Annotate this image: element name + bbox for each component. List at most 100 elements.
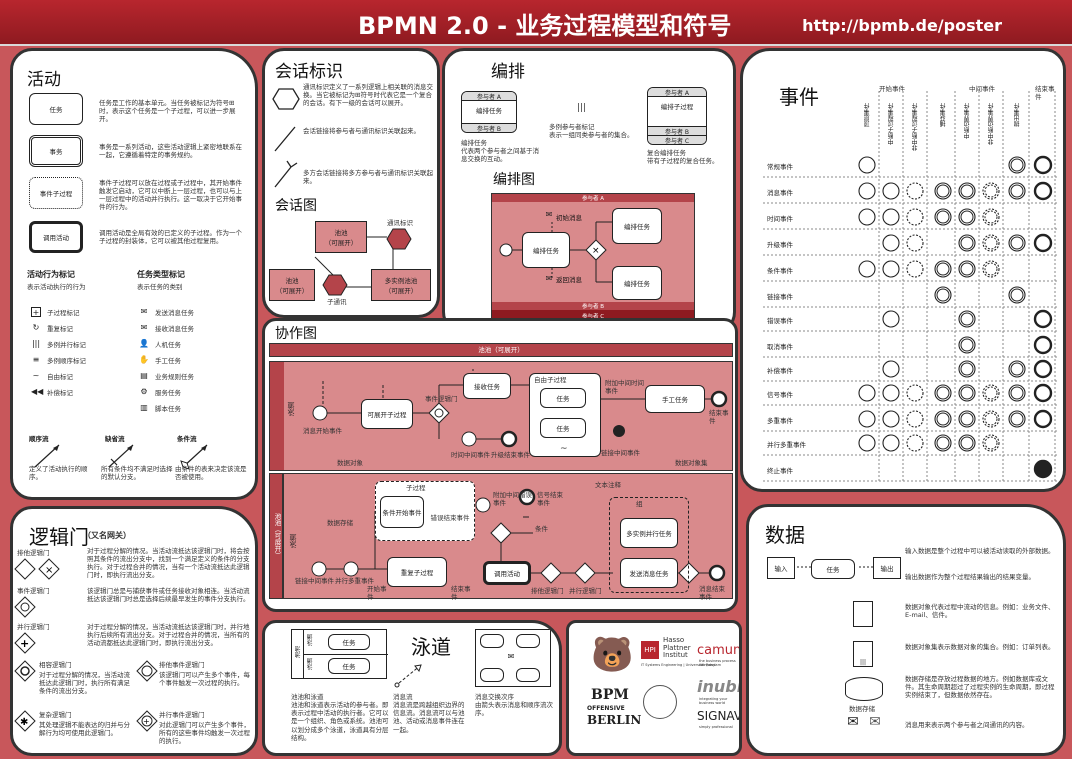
activity-call-activity-shape: 调用活动 [29, 221, 83, 253]
choreography-task-desc: 编排任务 代表两个参与者之间基于消息交换的互动。 [461, 139, 539, 164]
end-events-group: 结束事件 [1035, 85, 1055, 102]
default-flow-desc: 所有条件均不满足时选择的默认分支。 [101, 465, 173, 482]
return-message-label: 返回消息 [556, 276, 582, 284]
message-icon: ✉ [869, 714, 881, 730]
gateway-name: 事件逻辑门 [17, 587, 50, 595]
inubit-logo-text: inubit [697, 677, 742, 696]
composite-choreography-label: 编排子过程 [660, 103, 694, 111]
event-symbol-inner [960, 236, 974, 250]
message-order-desc: 消息交换次序 由箭头表示消息和顺序流次序。 [475, 693, 553, 718]
collab-task: 任务 [540, 388, 586, 408]
event-symbol-inner [936, 184, 950, 198]
label-parallel-start: 并行多重事件 [335, 577, 374, 585]
bpm-logo-berlin: BERLIN [587, 713, 642, 727]
data-store-label: 数据存储 [849, 705, 875, 713]
exclusive-gateway-icon: × [14, 558, 60, 580]
collab-event-subprocess: 子过程 条件开始事件 错误结束事件 [375, 481, 475, 541]
event-symbol [882, 208, 900, 226]
poster-url: http://bpmb.de/poster [802, 16, 1002, 35]
data-io-task: 任务 [811, 559, 855, 579]
task-type-label: 发送消息任务 [155, 309, 194, 317]
event-symbol [1033, 233, 1053, 253]
event-row-label: 错误事件 [767, 317, 793, 325]
communication-hexagon-icon [386, 228, 412, 250]
event-symbol [882, 360, 900, 378]
event-symbol-inner [936, 436, 950, 450]
choreography-task-shape: 参与者 A 编排任务 参与者 B [461, 91, 517, 133]
collaboration-title: 协作图 [275, 326, 317, 342]
event-row-label: 链接事件 [767, 293, 793, 301]
event-symbol [906, 260, 924, 278]
conversation-pool-1: 池池 （可展开） [315, 221, 367, 253]
task-type-label: 业务规则任务 [155, 373, 194, 381]
marker-label: 补偿标记 [47, 389, 73, 397]
event-row-label: 取消事件 [767, 343, 793, 351]
signavio-logo-sub: simply professional [699, 725, 733, 729]
gateway-name: 并行逻辑门 [17, 623, 50, 631]
intermediate-events-group: 中间事件 [969, 85, 995, 93]
hpi-line: Institut [663, 651, 688, 660]
multi-conversation-link-icon [274, 160, 298, 188]
conversation-desc: 通讯标识定义了一系列逻辑上相关联的消息交换。当它被标记为⊞符号时代表它是一个复合… [303, 83, 433, 108]
event-symbol-inner [960, 338, 974, 352]
gateway-desc: 对于过程分解的情况，当活动流抵达该逻辑门时，并行地执行后续所有流出分支。对于过程… [87, 623, 250, 648]
swimlane-task [516, 668, 540, 682]
hpi-line: Plattner [663, 643, 691, 652]
multi-participant-marker: ||| [577, 103, 587, 113]
message-desc: 消息用来表示两个参与者之间通讯的内容。 [905, 721, 1029, 729]
composite-choreography-desc: 复合编排任务 带有子过程的复合任务。 [647, 149, 719, 166]
multi-participant-desc: 多例参与者标记 表示一组同类参与者的集合。 [549, 123, 634, 140]
event-symbol [858, 260, 876, 278]
event-symbol-inner [1010, 288, 1024, 302]
marker-label: 多例并行标记 [47, 341, 86, 349]
event-symbol [858, 208, 876, 226]
bpm-logo-text: BPM [591, 687, 629, 703]
label-link-event-2: 链接中间事件 [295, 577, 334, 585]
conversation-pool-2: 池池 （可展开） [269, 269, 315, 301]
receive-task-icon: ✉ [140, 323, 148, 332]
sub-conversation-label: 子通讯 [327, 298, 347, 306]
event-symbol-inner [960, 262, 974, 276]
event-symbol [858, 156, 876, 174]
hpi-logo-sub: IT Systems Engineering | Universität Pot… [641, 663, 721, 667]
data-object-desc: 数据对象代表过程中流动的信息。例如：业务文件、E-mail、信件。 [905, 603, 1055, 620]
gateways-panel: 逻辑门 （又名网关） 排他逻辑门 × 对于过程分解的情况。当活动流抵达该逻辑门时… [10, 506, 258, 756]
gateway-name: 并行事件逻辑门 [159, 711, 205, 719]
choreography-diagram-task: 编排任务 [612, 208, 662, 244]
gateway-desc: 对于过程分解的情况。当活动流抵达该逻辑门时，将会按照其条件的流出分支中，找到一个… [87, 547, 250, 580]
send-task-icon: ✉ [140, 307, 148, 316]
event-symbol [1033, 383, 1053, 403]
data-input-shape: 输入 [767, 557, 795, 579]
marker-title: 活动行为标记 [27, 270, 75, 279]
conversation-link-desc: 会话链接将参与者与通讯标识关联起来。 [303, 127, 420, 135]
gateway-desc: 对于过程分解的情况，当活动流抵达此逻辑门时，执行所有满足条件的流出分支。 [39, 671, 130, 696]
compensation-marker-icon: ◀◀ [31, 387, 44, 396]
poster-title: BPMN 2.0 - 业务过程模型和符号 [358, 12, 732, 40]
collab-task: 任务 [540, 418, 586, 438]
message-icon: ✉ [847, 714, 859, 730]
parallel-multi-marker-icon: ||| [31, 339, 41, 348]
label-parallel-gateway: 并行逻辑门 [569, 587, 602, 595]
collab-multi-task: 多实例并行任务 [620, 518, 678, 548]
event-symbol [1033, 181, 1053, 201]
event-symbol-inner [936, 262, 950, 276]
label-attached-timer: 附加中间时间事件 [605, 379, 644, 396]
communication-hexagon-icon [272, 88, 300, 110]
marker-label: 多例顺序标记 [47, 357, 86, 365]
event-symbol [906, 182, 924, 200]
conversation-diagram-title: 会话图 [275, 198, 317, 214]
event-symbol-inner [1010, 236, 1024, 250]
event-symbol [1033, 359, 1053, 379]
collab-expandable-subprocess: 可展开子过程 [361, 399, 413, 429]
pool-header: 池池（可展开） [269, 473, 283, 599]
activity-call-activity-desc: 调用活动是全局有效的已定义的子过程。作为一个子过程的封装体，它可以被其他过程复用… [99, 229, 242, 246]
gateway-name: 相容逻辑门 [39, 661, 72, 669]
hpi-logo-icon: HPI [641, 641, 659, 659]
script-task-icon: ▥ [140, 403, 148, 412]
camunda-logo-sub: the business process company [699, 659, 736, 668]
bpm-logo-sub: OFFENSIVE [587, 705, 625, 712]
label-error-end: 错误结束事件 [430, 514, 470, 522]
swimlane-task [516, 634, 540, 648]
